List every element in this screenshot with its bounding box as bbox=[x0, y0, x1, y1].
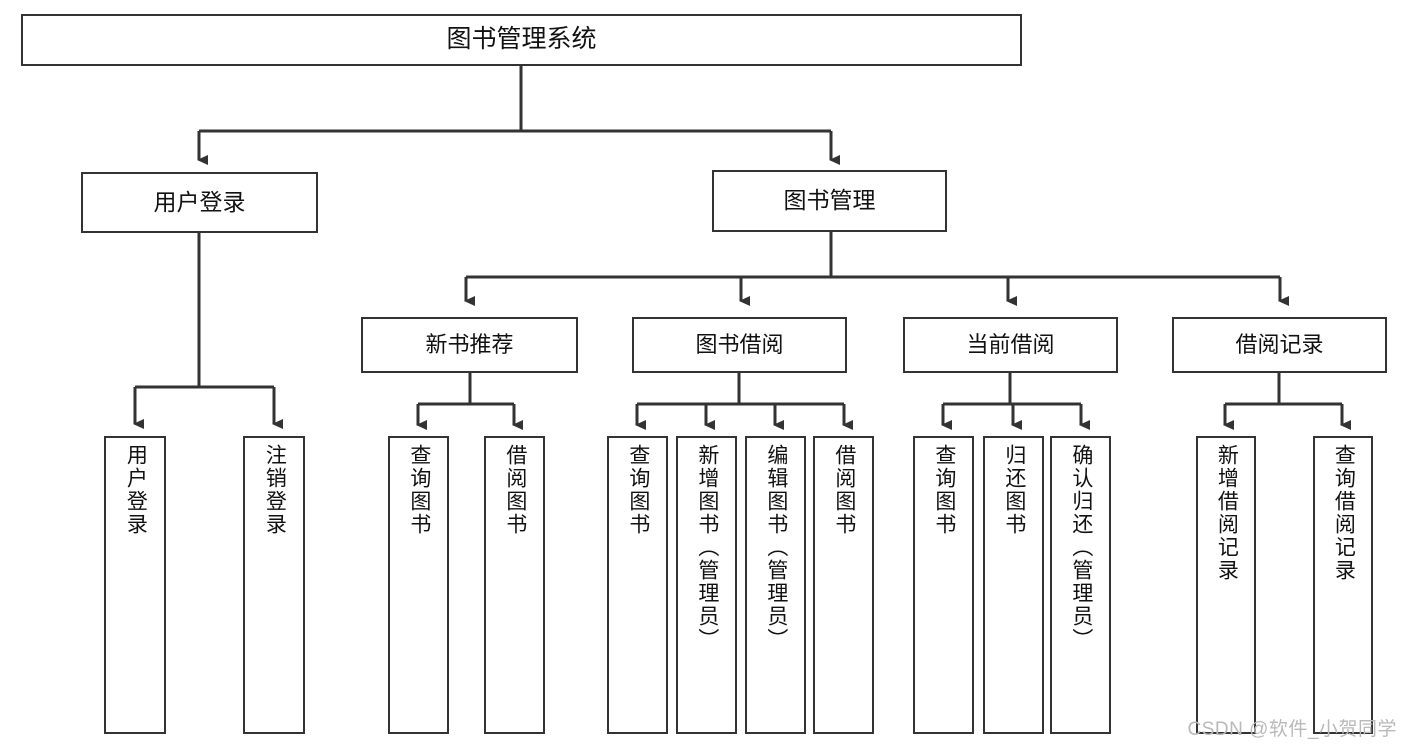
node-new-book-recommend[interactable]: 新书推荐 bbox=[361, 317, 578, 373]
node-current-borrow[interactable]: 当前借阅 bbox=[903, 317, 1118, 373]
leaf-borrow-record-add-record[interactable]: 新增借阅记录 bbox=[1196, 436, 1256, 734]
node-label: 确认归还（管理员） bbox=[1069, 444, 1093, 651]
node-label: 编辑图书（管理员） bbox=[764, 444, 788, 651]
leaf-new-book-borrow-book[interactable]: 借阅图书 bbox=[484, 436, 545, 734]
node-label: 查询图书 bbox=[932, 444, 956, 536]
leaf-book-borrow-query-book[interactable]: 查询图书 bbox=[607, 436, 668, 734]
watermark: CSDN @软件_小贺同学 bbox=[1187, 719, 1397, 740]
node-label: 查询图书 bbox=[626, 444, 650, 536]
leaf-current-borrow-query-book[interactable]: 查询图书 bbox=[913, 436, 974, 734]
node-label: 查询借阅记录 bbox=[1332, 444, 1356, 582]
leaf-borrow-record-query-record[interactable]: 查询借阅记录 bbox=[1313, 436, 1373, 734]
leaf-new-book-query-book[interactable]: 查询图书 bbox=[388, 436, 449, 734]
leaf-user-login-logout[interactable]: 注销登录 bbox=[243, 436, 305, 734]
node-label: 新增借阅记录 bbox=[1215, 444, 1239, 582]
node-label: 图书管理系统 bbox=[446, 25, 597, 54]
leaf-user-login-login[interactable]: 用户登录 bbox=[104, 436, 166, 734]
node-borrow-record[interactable]: 借阅记录 bbox=[1172, 317, 1387, 373]
node-book-borrow[interactable]: 图书借阅 bbox=[632, 317, 847, 373]
node-label: 归还图书 bbox=[1002, 444, 1026, 536]
node-label: 借阅图书 bbox=[503, 444, 527, 536]
node-label: 新书推荐 bbox=[425, 332, 514, 358]
node-label: 图书借阅 bbox=[695, 332, 784, 358]
node-book-management[interactable]: 图书管理 bbox=[712, 170, 947, 232]
leaf-current-borrow-return-book[interactable]: 归还图书 bbox=[983, 436, 1044, 734]
node-label: 借阅记录 bbox=[1235, 332, 1324, 358]
node-user-login[interactable]: 用户登录 bbox=[81, 172, 318, 233]
node-label: 用户登录 bbox=[153, 188, 246, 215]
leaf-book-borrow-borrow-book[interactable]: 借阅图书 bbox=[813, 436, 874, 734]
node-label: 新增图书（管理员） bbox=[695, 444, 719, 651]
node-label: 用户登录 bbox=[124, 444, 148, 536]
node-label: 注销登录 bbox=[263, 444, 287, 536]
leaf-current-borrow-confirm-return-admin[interactable]: 确认归还（管理员） bbox=[1050, 436, 1111, 734]
node-label: 查询图书 bbox=[407, 444, 431, 536]
leaf-book-borrow-add-book-admin[interactable]: 新增图书（管理员） bbox=[676, 436, 737, 734]
node-label: 借阅图书 bbox=[832, 444, 856, 536]
leaf-book-borrow-edit-book-admin[interactable]: 编辑图书（管理员） bbox=[745, 436, 806, 734]
node-label: 当前借阅 bbox=[966, 332, 1055, 358]
node-root-book-management-system[interactable]: 图书管理系统 bbox=[21, 14, 1022, 66]
node-label: 图书管理 bbox=[783, 187, 876, 214]
